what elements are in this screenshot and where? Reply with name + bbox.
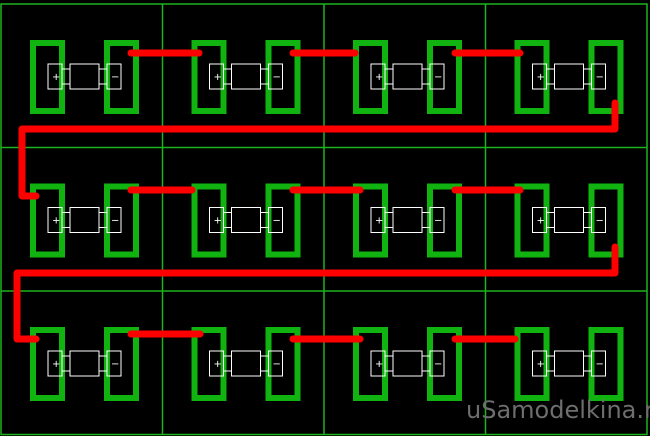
battery-cell: +− xyxy=(514,40,624,114)
plus-sign: + xyxy=(537,216,545,227)
terminal-minus-box xyxy=(106,350,122,377)
minus-sign: − xyxy=(111,359,119,370)
terminal-minus-box xyxy=(591,207,606,233)
battery-cell: +− xyxy=(30,183,139,258)
terminal-minus-box xyxy=(268,63,283,90)
plus-sign: + xyxy=(537,72,545,83)
plus-sign: + xyxy=(214,216,222,227)
terminal-minus-box xyxy=(429,207,445,233)
minus-sign: − xyxy=(596,216,604,227)
component-body xyxy=(392,207,423,233)
terminal-minus-box xyxy=(106,207,122,233)
terminal-plus-box xyxy=(532,207,547,233)
terminal-plus-box xyxy=(370,207,386,233)
battery-cell: +− xyxy=(514,183,624,258)
plus-sign: + xyxy=(214,72,222,83)
plus-sign: + xyxy=(52,359,60,370)
battery-cell: +− xyxy=(353,40,462,114)
terminal-plus-box xyxy=(370,63,386,90)
battery-cell: +− xyxy=(514,327,624,401)
plus-sign: + xyxy=(537,359,545,370)
battery-cell: +− xyxy=(191,40,301,114)
component-body xyxy=(69,350,100,377)
terminal-minus-box xyxy=(429,63,445,90)
component-body xyxy=(231,350,261,377)
terminal-plus-box xyxy=(209,350,224,377)
terminal-minus-box xyxy=(591,63,606,90)
plus-sign: + xyxy=(52,216,60,227)
terminal-plus-box xyxy=(47,207,63,233)
trace xyxy=(13,243,619,343)
component-body xyxy=(392,63,423,90)
battery-cell: +− xyxy=(353,183,462,258)
component-body xyxy=(554,207,584,233)
trace xyxy=(18,99,619,200)
battery-cells: +−+−+−+−+−+−+−+−+−+−+−+− xyxy=(30,40,624,401)
watermark: uSamodelkina.ru xyxy=(466,396,650,424)
battery-cell: +− xyxy=(353,327,462,401)
minus-sign: − xyxy=(111,216,119,227)
minus-sign: − xyxy=(434,72,442,83)
minus-sign: − xyxy=(434,359,442,370)
terminal-minus-box xyxy=(268,207,283,233)
terminal-minus-box xyxy=(429,350,445,377)
red-traces xyxy=(13,49,619,343)
minus-sign: − xyxy=(111,72,119,83)
terminal-plus-box xyxy=(209,207,224,233)
terminal-plus-box xyxy=(532,63,547,90)
terminal-plus-box xyxy=(47,350,63,377)
minus-sign: − xyxy=(596,72,604,83)
terminal-plus-box xyxy=(47,63,63,90)
terminal-minus-box xyxy=(591,350,606,377)
terminal-minus-box xyxy=(268,350,283,377)
component-body xyxy=(392,350,423,377)
component-body xyxy=(554,63,584,90)
minus-sign: − xyxy=(596,359,604,370)
battery-cell: +− xyxy=(191,183,301,258)
component-body xyxy=(231,63,261,90)
minus-sign: − xyxy=(273,359,281,370)
terminal-minus-box xyxy=(106,63,122,90)
minus-sign: − xyxy=(273,72,281,83)
plus-sign: + xyxy=(214,359,222,370)
plus-sign: + xyxy=(52,72,60,83)
component-body xyxy=(554,350,584,377)
battery-cell: +− xyxy=(30,40,139,114)
plus-sign: + xyxy=(375,216,383,227)
component-body xyxy=(69,207,100,233)
minus-sign: − xyxy=(273,216,281,227)
battery-cell: +− xyxy=(191,327,301,401)
component-body xyxy=(231,207,261,233)
terminal-plus-box xyxy=(370,350,386,377)
minus-sign: − xyxy=(434,216,442,227)
plus-sign: + xyxy=(375,359,383,370)
battery-cell: +− xyxy=(30,327,139,401)
plus-sign: + xyxy=(375,72,383,83)
component-body xyxy=(69,63,100,90)
terminal-plus-box xyxy=(532,350,547,377)
terminal-plus-box xyxy=(209,63,224,90)
